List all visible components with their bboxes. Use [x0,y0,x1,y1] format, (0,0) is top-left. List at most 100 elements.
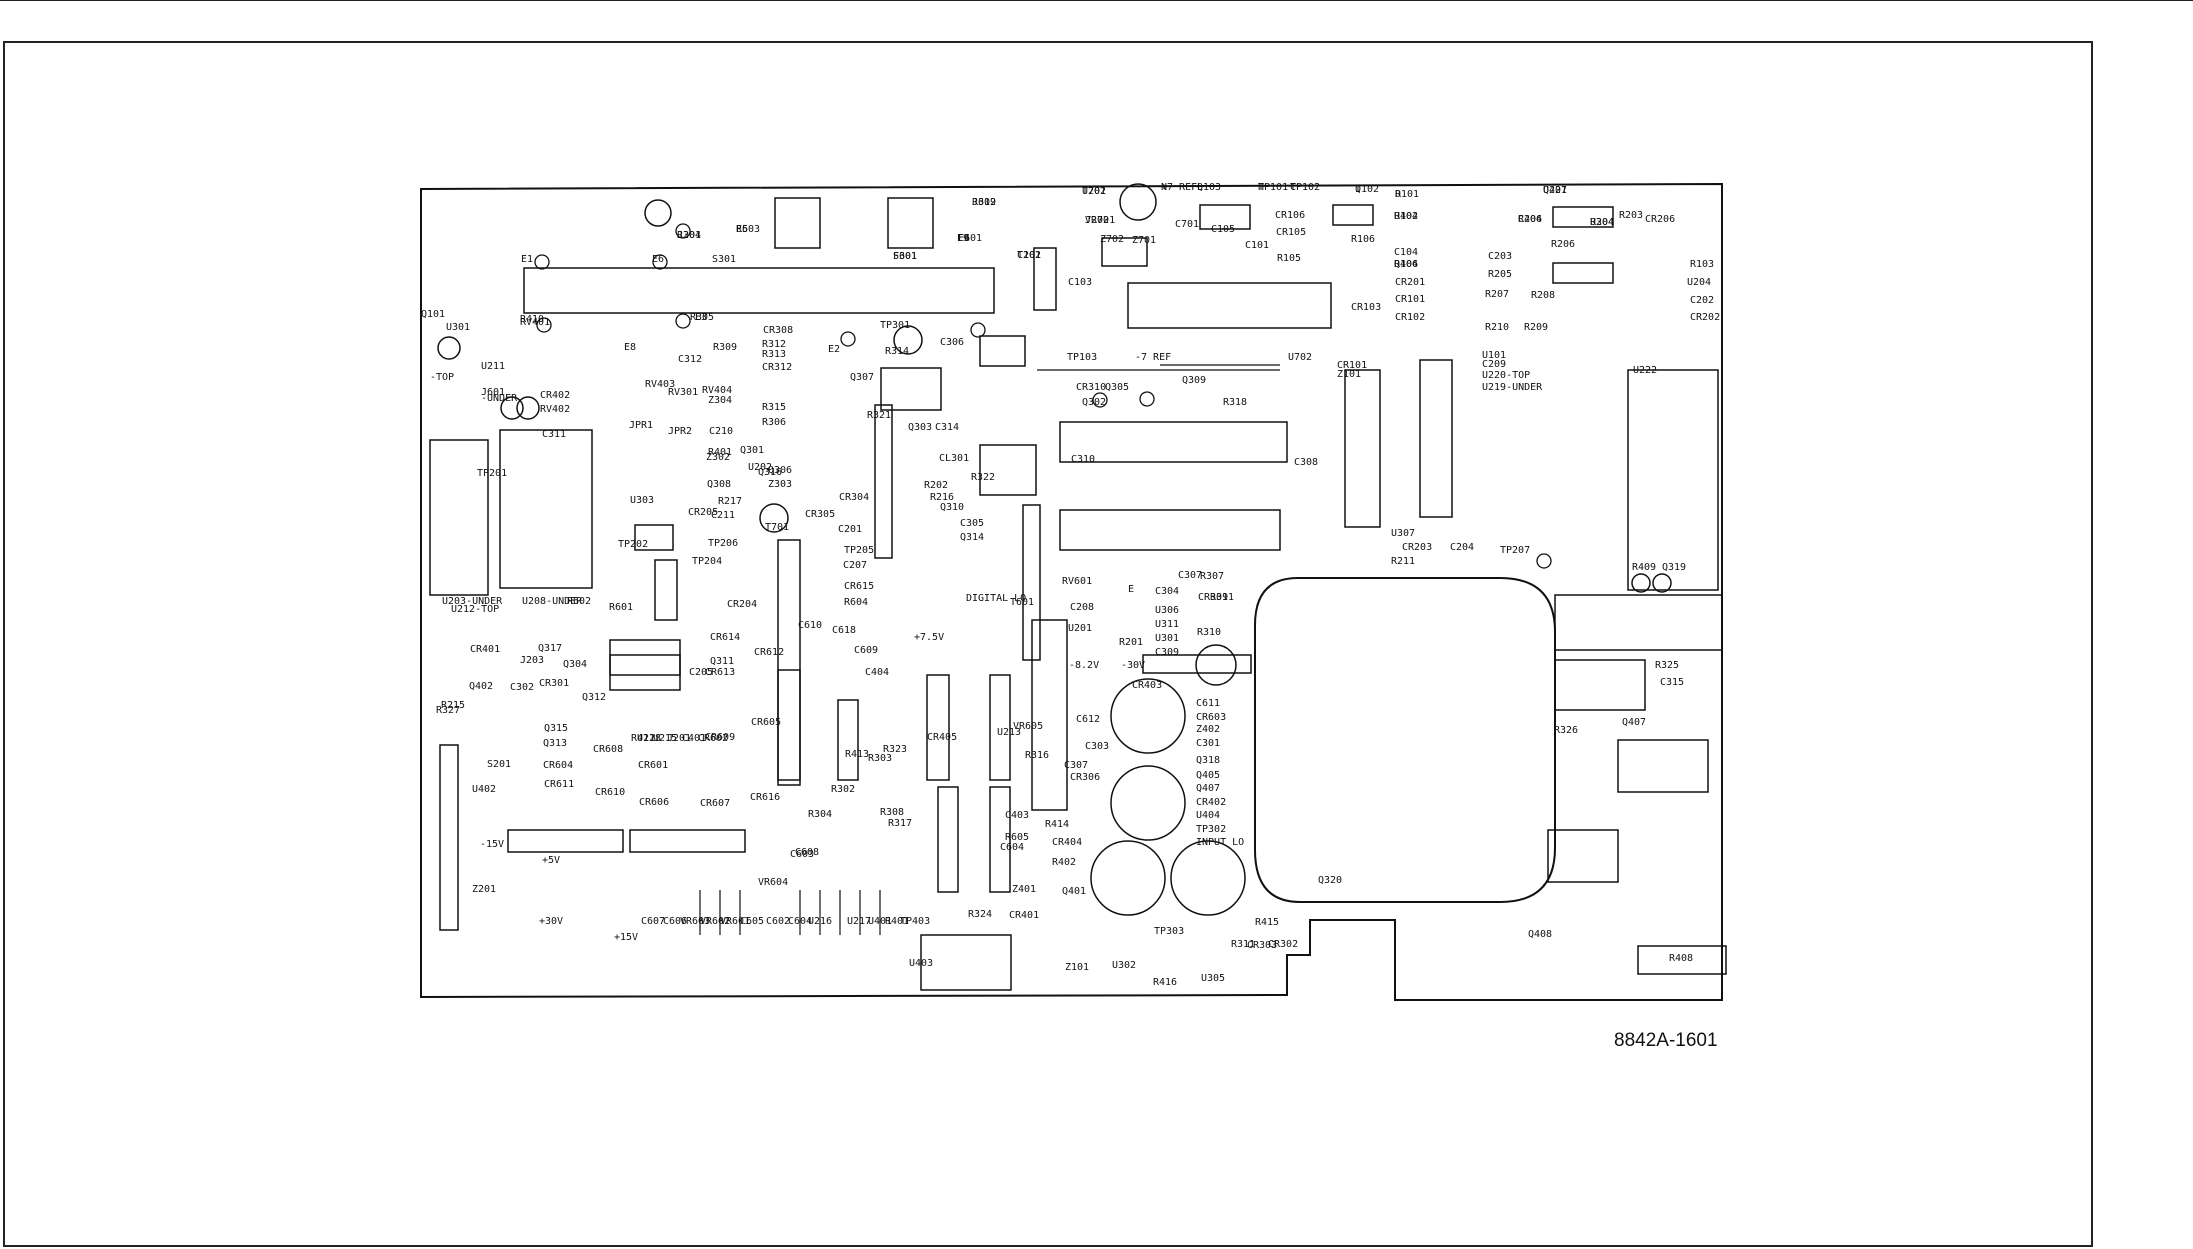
component-label: Z401 [1012,884,1036,895]
component-label: R205 [1488,269,1512,280]
component-label: C207 [843,560,867,571]
component-label: C210 [709,426,733,437]
component-label: RV404 [702,385,732,396]
component-label: R604 [844,597,868,608]
component-label: CR303 [1247,940,1277,951]
component-label: Q402 [469,681,493,692]
component-label: C302 [510,682,534,693]
component-label: R605 [1005,832,1029,843]
component-label: CR602 [698,733,728,744]
component-label: CR310 [1076,382,1106,393]
component-label: R210 [1485,322,1509,333]
component-label: R201 [1119,637,1143,648]
component-label: RV403 [645,379,675,390]
pads [534,223,1552,569]
component-label: VR604 [758,877,788,888]
component-label: R409 [1632,562,1656,573]
component-label: E6 [652,254,664,265]
component-label: Q315 [544,723,568,734]
component-label: JPR1 [629,420,653,431]
component-label: Q307 [850,372,874,383]
component-label: R307 [1200,571,1224,582]
component-label: R101 [1395,189,1419,200]
component-label: U211 [481,361,505,372]
fuse-block [1554,659,1646,711]
component-label: R202 [924,480,948,491]
component-label: R401 [885,916,909,927]
component-label: R106 [1351,234,1375,245]
component-label: R413 [845,749,869,760]
component-label: Z303 [768,479,792,490]
component-label: R303 [868,753,892,764]
component-label: R324 [968,909,992,920]
component-label: R313 [762,349,786,360]
component-label: CR615 [844,581,874,592]
component-label: CR206 [1645,214,1675,225]
component-label: CR606 [639,797,669,808]
component-label: +5V [542,855,560,866]
component-label: CR608 [593,744,623,755]
component-label: VR605 [1013,721,1043,732]
component-label: U202 [748,462,772,473]
component-label: C102 [1017,250,1041,261]
component-label: C103 [1068,277,1092,288]
component-label: Q304 [563,659,587,670]
component-label: C104 [1394,247,1418,258]
component-label: Q306 [768,465,792,476]
component-label: Z304 [708,395,732,406]
component-label: CR603 [1196,712,1226,723]
component-label: Q317 [538,643,562,654]
component-label: H [1258,182,1264,193]
component-label: C105 [1211,224,1235,235]
component-label: J602 [972,197,996,208]
component-bodies [429,197,1727,991]
component-label: TP205 [844,545,874,556]
component-label: S601 [893,251,917,262]
component-label: TP102 [1290,182,1320,193]
component-label: CR201 [1395,277,1425,288]
component-label: CR302 [1268,939,1298,950]
component-label: R104 [1394,259,1418,270]
component-label: CR604 [543,760,573,771]
capacitors [437,183,1672,916]
component-label: R316 [1025,750,1049,761]
component-label: E1 [521,254,533,265]
component-label: U201 [1068,623,1092,634]
component-label: U301 [446,322,470,333]
component-label: Q310 [940,502,964,513]
component-label: CR605 [751,717,781,728]
component-label: -TOP [430,372,454,383]
component-label: Q407 [1543,185,1567,196]
component-label: T202 [1082,186,1106,197]
component-label: R404 [1518,214,1542,225]
component-label: E8 [624,342,636,353]
component-label: C301 [1196,738,1220,749]
component-label: U403 [909,958,933,969]
component-label: R217 [718,496,742,507]
component-label: VR603 [680,916,710,927]
component-label: Z402 [1196,724,1220,735]
component-label: R203 [1619,210,1643,221]
component-label: C404 [865,667,889,678]
component-label: CR305 [805,509,835,520]
component-label: RV301 [668,387,698,398]
component-label: Q405 [1196,770,1220,781]
component-label: Q312 [582,692,606,703]
component-label: R603 [736,224,760,235]
component-label: E4 [958,233,970,244]
component-label: C305 [960,518,984,529]
component-label: CR612 [754,647,784,658]
component-label: Q320 [1318,875,1342,886]
component-label: R318 [1223,397,1247,408]
component-label: CR405 [927,732,957,743]
component-label: U404 [1196,810,1220,821]
page-border [3,41,2093,1247]
component-label: R311 [1210,592,1234,603]
component-label: Q319 [1662,562,1686,573]
component-label: R319 [972,197,996,208]
component-label: R321 [867,410,891,421]
board-outline [420,182,1723,1001]
component-label: U221 [1543,185,1567,196]
component-label: C312 [678,354,702,365]
